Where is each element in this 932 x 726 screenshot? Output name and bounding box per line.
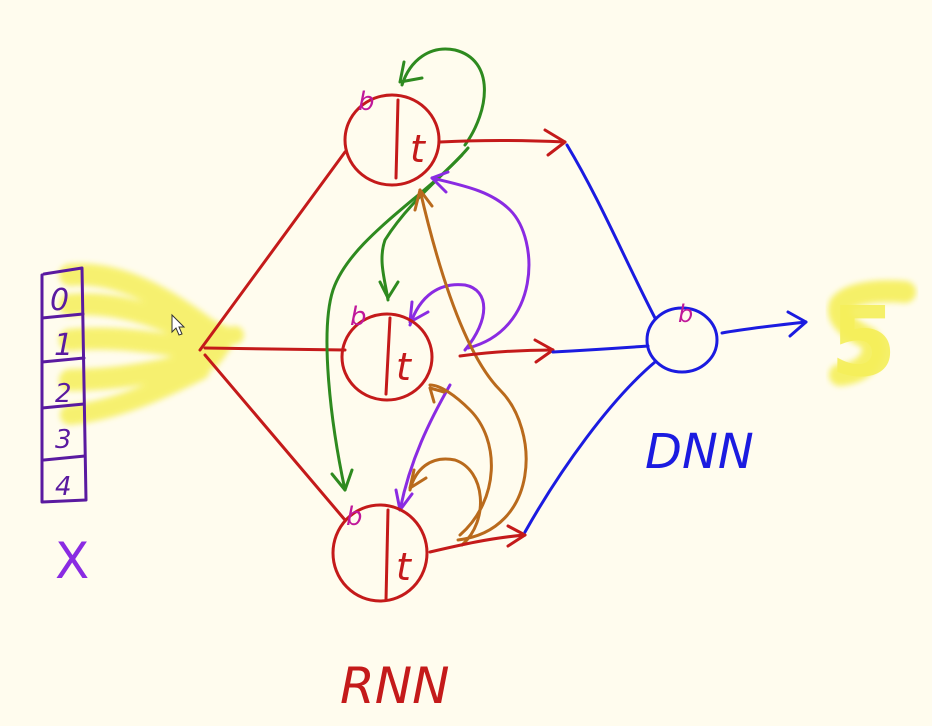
dnn-node: b (645, 300, 719, 374)
output-value: 5 (830, 286, 897, 398)
input-value-3: 3 (55, 425, 72, 455)
rnn-outputs (428, 128, 567, 554)
recurrent-top (325, 47, 486, 492)
dnn-connections (523, 143, 657, 534)
recurrent-bottom (408, 188, 528, 547)
rnn-cell-bottom: t b (331, 502, 429, 603)
input-value-2: 2 (55, 379, 72, 409)
dnn-label: DNN (645, 424, 754, 480)
dnn-bias: b (678, 300, 693, 328)
cursor-icon (171, 313, 186, 336)
input-connections (198, 150, 347, 522)
rnn-cell-bottom-bias: b (346, 502, 363, 532)
input-highlight (59, 263, 244, 425)
rnn-label: RNN (340, 657, 450, 715)
input-value-0: 0 (50, 283, 69, 318)
recurrent-mid (394, 170, 531, 512)
rnn-cell-middle-activation: t (396, 345, 413, 389)
rnn-cell-middle: t b (340, 302, 434, 402)
dnn-output-arrow (720, 310, 808, 338)
output-highlight (828, 280, 916, 386)
rnn-cell-top: t b (343, 87, 441, 187)
rnn-cell-bottom-activation: t (396, 545, 413, 589)
input-value-1: 1 (54, 328, 73, 363)
rnn-cell-top-activation: t (410, 127, 427, 171)
rnn-cell-middle-bias: b (350, 302, 367, 332)
input-vector: 0 1 2 3 4 (40, 266, 88, 504)
rnn-cell-top-bias: b (358, 87, 375, 117)
input-label: X (55, 532, 89, 590)
input-value-4: 4 (55, 472, 72, 502)
